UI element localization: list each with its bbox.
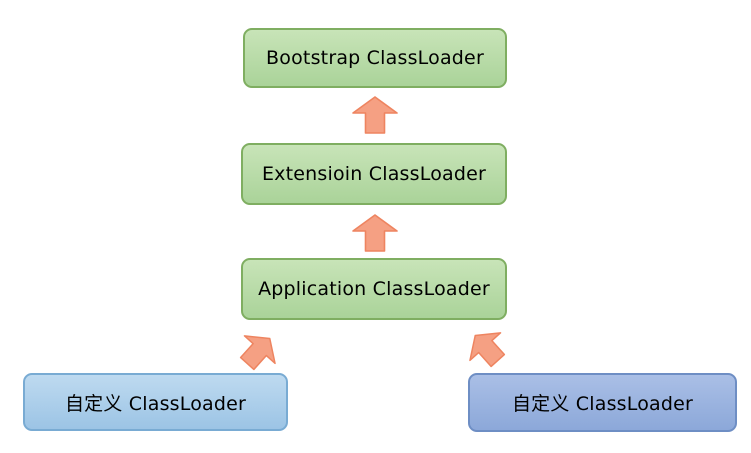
node-custom-classloader-left: 自定义 ClassLoader bbox=[23, 373, 288, 431]
node-custom-right-label: 自定义 ClassLoader bbox=[511, 393, 694, 415]
node-custom-classloader-right: 自定义 ClassLoader bbox=[468, 373, 737, 432]
node-custom-left-label: 自定义 ClassLoader bbox=[64, 392, 247, 415]
node-extension-label: Extensioin ClassLoader bbox=[261, 163, 487, 185]
node-bootstrap-label: Bootstrap ClassLoader bbox=[266, 47, 484, 69]
node-extension-classloader: Extensioin ClassLoader bbox=[241, 143, 507, 205]
node-bootstrap-classloader: Bootstrap ClassLoader bbox=[243, 28, 507, 88]
node-application-label: Application ClassLoader bbox=[258, 278, 490, 300]
up-right-diagonal-arrow-icon bbox=[239, 335, 276, 371]
up-arrow-icon bbox=[352, 96, 398, 134]
up-arrow-icon bbox=[352, 214, 398, 252]
up-left-diagonal-arrow-icon bbox=[469, 332, 506, 368]
node-application-classloader: Application ClassLoader bbox=[241, 258, 507, 320]
